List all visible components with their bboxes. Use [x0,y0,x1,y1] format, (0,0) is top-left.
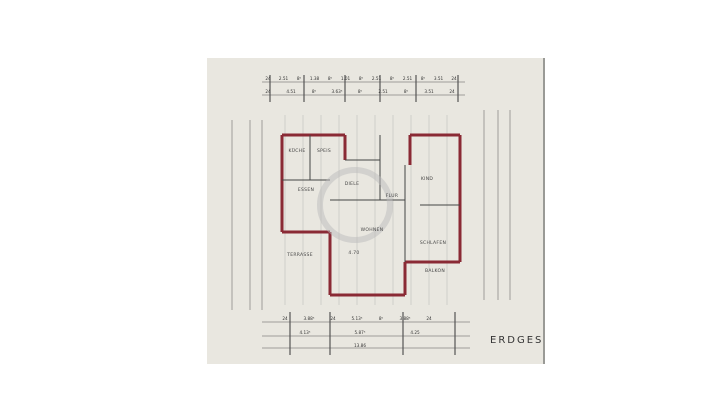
dimension-label: 2.51 [403,76,413,81]
dimension-label: 4.51 [286,89,296,94]
dimension-label: 2.51 [279,76,289,81]
room-label: BALKON [425,268,445,274]
dimension-label: 3.88⁵ [303,316,314,321]
dimension-label: 24 [265,89,271,94]
dimension-label: 24 [265,76,271,81]
dimension-label: 3.51 [424,89,434,94]
dimension-label: 8⁵ [359,76,364,81]
dimension-label: 24 [282,316,288,321]
dimension-label: 1.01 [341,76,351,81]
dimension-label: 8⁵ [390,76,395,81]
dimension-label: 8⁵ [312,89,317,94]
dimension-label: 24 [451,76,457,81]
watermark [317,167,393,243]
dimension-label: 2.51 [378,89,388,94]
room-label: FLUR [386,193,399,199]
floor-plan-sheet [207,58,545,364]
dimension-label: 8⁵ [358,89,363,94]
dimension-label: 3.63⁵ [331,89,342,94]
dimension-label: 5.87⁵ [354,330,365,335]
room-label: TERRASSE [286,252,313,258]
dimension-label: 13.86 [354,343,366,348]
room-label: WOHNEN [361,227,384,233]
dimension-label: 4.25 [410,330,420,335]
dimension-label: 8⁵ [328,76,333,81]
dimension-label: 24 [426,316,432,321]
room-label: KIND [421,176,434,182]
dimension-label: 2.51 [372,76,382,81]
dimension-label: 8⁵ [421,76,426,81]
plan-title: ERDGES [490,335,544,346]
dimension-label: 24 [449,89,455,94]
room-label: SCHLAFEN [420,240,446,246]
dimension-label: 8⁵ [297,76,302,81]
dimension-label: 3.51 [434,76,444,81]
dimension-label: 1.38 [310,76,320,81]
room-label: ESSEN [298,187,314,193]
room-label: KÜCHE [289,147,306,154]
dimension-label: 5.13⁵ [351,316,362,321]
dimension-label: 8⁵ [379,316,384,321]
dimension-label: 24 [330,316,336,321]
dimension-label: 3.88⁵ [399,316,410,321]
dimension-label: 4.13⁵ [299,330,310,335]
dimension-label: 4.70 [348,250,359,256]
room-label: DIELE [345,181,360,187]
dimension-label: 8⁵ [404,89,409,94]
room-label: SPEIS [317,148,331,154]
